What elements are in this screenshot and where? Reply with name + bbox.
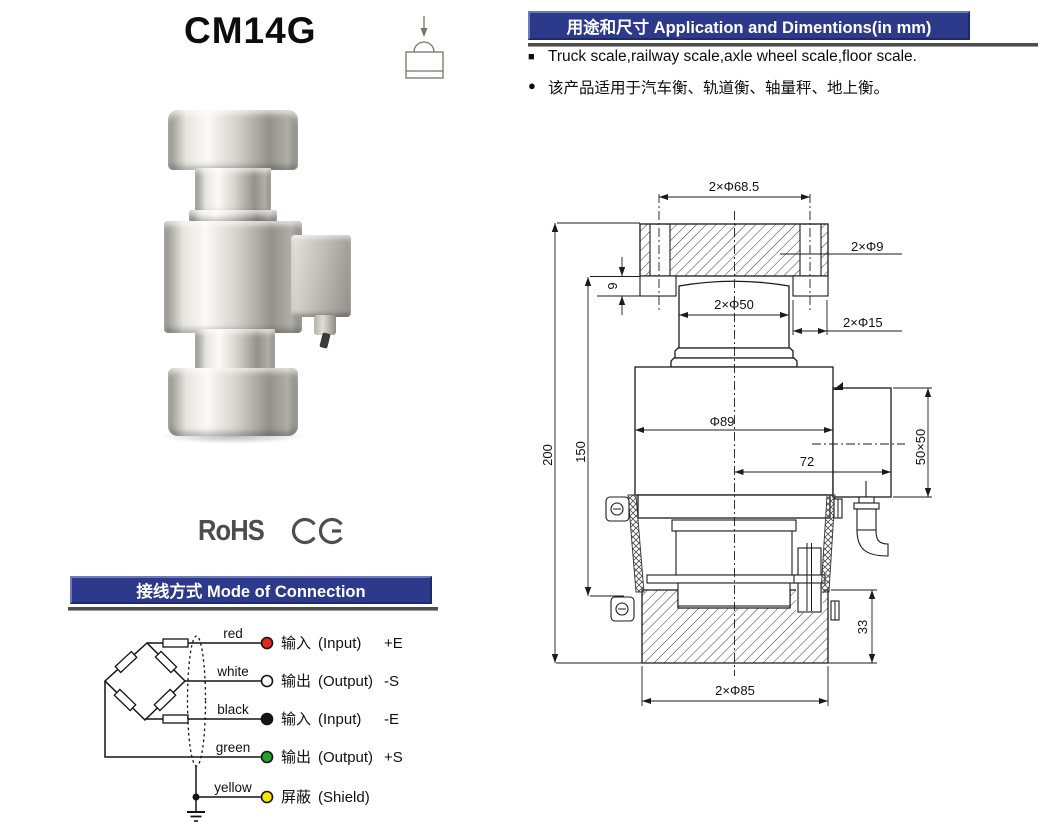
terminal-yellow <box>260 790 274 804</box>
connection-banner-rule <box>68 607 438 611</box>
svg-text:输出(Output): 输出(Output) <box>281 749 373 766</box>
wire-color-green: green <box>216 740 251 755</box>
dim-box-offset: 72 <box>800 454 814 469</box>
top-plate-section <box>639 223 829 297</box>
centerlines <box>658 194 905 676</box>
shield-junction-dot <box>192 793 200 801</box>
connection-banner: 接线方式 Mode of Connection <box>70 576 432 604</box>
load-cell-section <box>634 280 892 584</box>
certification-marks: RoHS <box>198 514 351 548</box>
application-text-cn: 该产品适用于汽车衡、轨道衡、轴量秤、地上衡。 <box>548 80 890 97</box>
strain-gauges <box>113 638 189 724</box>
terminal-white <box>260 674 274 688</box>
product-photo <box>138 98 423 463</box>
cable-shield-ellipse <box>186 635 207 767</box>
terminal-red <box>260 636 274 650</box>
wiring-diagram: red white black green yellow 输入(Input) +… <box>103 626 403 822</box>
boot-and-clamps <box>605 494 843 622</box>
application-banner: 用途和尺寸 Application and Dimentions(in mm) <box>528 11 970 40</box>
svg-text:-S: -S <box>384 673 399 690</box>
svg-text:输出(Output): 输出(Output) <box>281 673 373 690</box>
wire-function-labels: 输入(Input) +E 输出(Output) -S 输入(Input) -E … <box>281 635 403 806</box>
dim-total-height: 200 <box>540 444 555 466</box>
load-direction-icon <box>405 16 444 79</box>
ce-mark-icon <box>291 517 343 545</box>
application-text-en: Truck scale,railway scale,axle wheel sca… <box>548 48 917 65</box>
dimension-labels: 2×Φ68.5 2×Φ9 2×Φ50 2×Φ15 Φ89 72 50×50 20… <box>540 179 928 698</box>
dim-bolt-circle: 2×Φ68.5 <box>709 179 760 194</box>
application-bullet-2: ● 该产品适用于汽车衡、轨道衡、轴量秤、地上衡。 <box>528 76 1053 98</box>
wire-color-labels: red white black green yellow <box>214 626 252 795</box>
dim-plate-lip: 9 <box>605 282 620 289</box>
application-banner-rule <box>528 43 1038 47</box>
photo-top-cap <box>168 110 298 170</box>
dim-boss: 2×Φ15 <box>843 315 883 330</box>
page-title: CM14G <box>184 10 317 51</box>
round-bullet-icon: ● <box>528 78 536 93</box>
photo-body <box>164 221 302 333</box>
dim-mid-height: 150 <box>573 441 588 463</box>
dimension-arrows <box>551 194 932 704</box>
svg-text:-E: -E <box>384 711 399 728</box>
ground-symbol-icon <box>187 811 205 822</box>
dim-body-dia: Φ89 <box>710 414 735 429</box>
square-bullet-icon: ■ <box>528 51 535 63</box>
photo-bottom-cap <box>168 368 298 436</box>
application-bullet-1: ■ Truck scale,railway scale,axle wheel s… <box>528 48 1053 66</box>
wire-terminals <box>260 636 274 804</box>
photo-cable-gland <box>314 315 336 335</box>
base-section <box>641 543 829 664</box>
wire-color-white: white <box>216 664 249 679</box>
dim-box-size: 50×50 <box>913 429 928 466</box>
dim-base-dia: 2×Φ85 <box>715 683 755 698</box>
dimension-lines <box>554 196 932 706</box>
dim-bolt-hole: 2×Φ9 <box>851 239 883 254</box>
svg-text:输入(Input): 输入(Input) <box>281 635 361 652</box>
terminal-green <box>260 750 274 764</box>
dim-base-height: 33 <box>855 620 870 634</box>
cable-gland <box>853 481 889 557</box>
wire-color-yellow: yellow <box>214 780 252 795</box>
photo-upper-neck <box>195 168 271 216</box>
rohs-mark: RoHS <box>198 514 265 547</box>
dim-load-button: 2×Φ50 <box>714 297 754 312</box>
svg-text:+E: +E <box>384 635 403 652</box>
svg-text:屏蔽(Shield): 屏蔽(Shield) <box>281 789 370 806</box>
wire-color-red: red <box>223 626 243 641</box>
svg-text:输入(Input): 输入(Input) <box>281 711 361 728</box>
weld-mark <box>833 382 843 390</box>
svg-text:+S: +S <box>384 749 403 766</box>
wire-color-black: black <box>217 702 249 717</box>
dimension-drawing: 2×Φ68.5 2×Φ9 2×Φ50 2×Φ15 Φ89 72 50×50 20… <box>540 179 932 706</box>
photo-junction-box <box>291 235 351 317</box>
terminal-black <box>260 712 274 726</box>
photo-collar-ring <box>189 210 277 223</box>
